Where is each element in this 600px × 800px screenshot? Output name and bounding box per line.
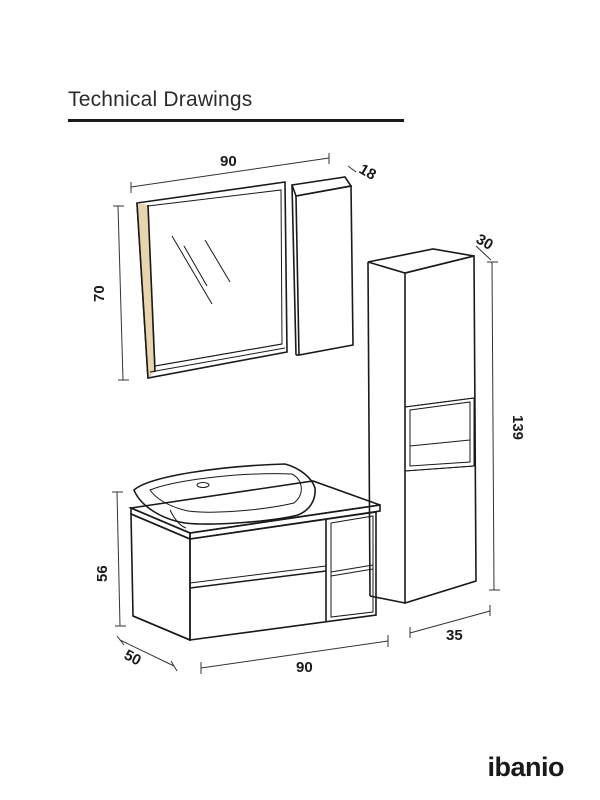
page-title: Technical Drawings <box>68 88 253 111</box>
tall-cabinet-depth-label: 30 <box>473 231 496 254</box>
tall-cabinet-height-dimension: 139 <box>487 261 526 591</box>
basin <box>133 463 316 525</box>
tall-cabinet-front <box>404 254 477 605</box>
tall-cabinet <box>367 248 477 605</box>
vanity-open-shelves <box>330 515 374 618</box>
tall-cabinet-height-label: 139 <box>509 415 526 440</box>
tall-cabinet-depth-dimension: 30 <box>473 231 496 261</box>
mirror-frame-side <box>137 203 155 378</box>
mirror-width-label: 90 <box>220 153 237 170</box>
mirror-height-label: 70 <box>91 285 108 302</box>
vanity-depth-dimension: 50 <box>116 635 178 672</box>
vanity-drawer-split <box>189 570 327 589</box>
vanity-depth-label: 50 <box>121 647 144 670</box>
vanity-width-label: 90 <box>296 659 313 676</box>
mirror-width-dimension: 90 <box>130 153 330 193</box>
basin-faucet-hole <box>196 482 210 488</box>
mirror-depth-label: 18 <box>356 161 379 184</box>
mirror-side-cabinet-top <box>290 176 353 197</box>
mirror-frame-outer <box>136 181 288 379</box>
vanity-height-label: 56 <box>94 565 111 582</box>
tall-cabinet-width-label: 35 <box>446 627 463 644</box>
mirror-depth-dimension: 18 <box>347 161 379 184</box>
vanity-front <box>189 511 377 641</box>
mirror-side-cabinet-door <box>295 185 354 356</box>
vanity-width-dimension: 90 <box>200 635 389 676</box>
title-underline <box>68 119 404 122</box>
mirror-reflection <box>171 235 213 305</box>
brand-logo: ibanio <box>487 752 565 782</box>
vanity-side <box>130 512 191 642</box>
tall-cabinet-width-dimension: 35 <box>409 605 491 644</box>
vanity-unit <box>128 463 381 642</box>
vanity-height-dimension: 56 <box>94 491 126 627</box>
mirror-cabinet <box>136 176 354 379</box>
vanity-countertop <box>128 480 381 534</box>
mirror-height-dimension: 70 <box>91 205 129 381</box>
mirror-glass <box>147 189 283 367</box>
